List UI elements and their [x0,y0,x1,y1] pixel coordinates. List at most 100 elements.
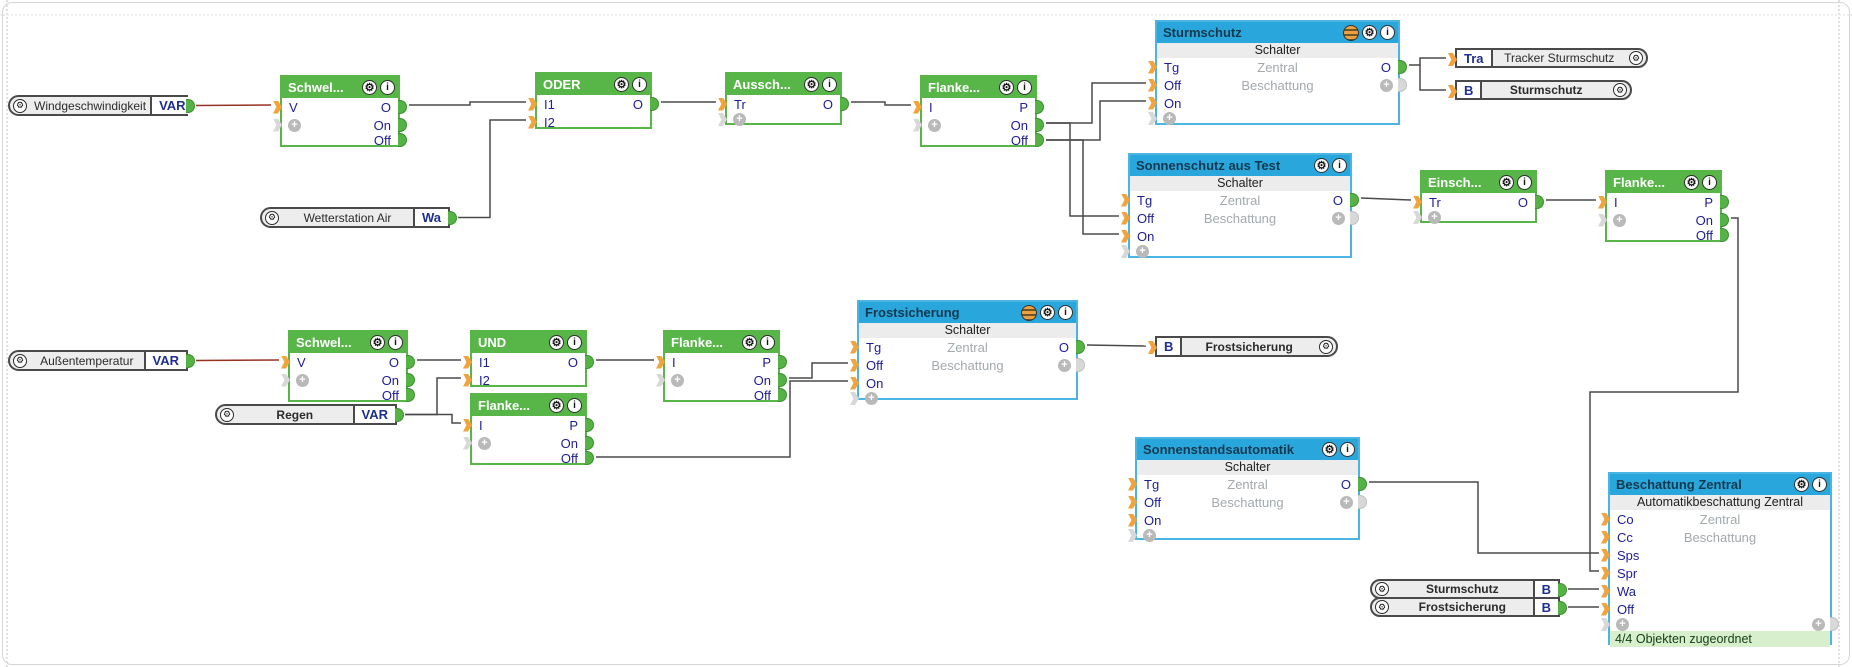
output-node-frostsicherung[interactable]: B Frostsicherung ⚙ [1148,336,1338,357]
output-node-tracker-sturmschutz[interactable]: Tra Tracker Sturmschutz ⚙ [1448,48,1648,68]
input-connector-optional[interactable] [463,436,472,450]
output-connector-optional[interactable] [1076,358,1085,372]
input-connector-optional[interactable] [1601,618,1610,631]
output-connector[interactable] [186,99,195,113]
output-connector[interactable] [398,100,407,114]
add-input-button[interactable]: + [1163,112,1176,125]
input-node-frostsicherung-b[interactable]: ⚙ Frostsicherung B [1370,597,1567,617]
output-connector-optional[interactable] [1398,78,1407,92]
input-connector[interactable] [850,340,859,354]
input-connector[interactable] [528,97,537,111]
output-connector[interactable] [585,355,594,369]
output-connector[interactable] [186,354,195,368]
output-connector-optional[interactable] [1350,211,1359,225]
output-connector[interactable] [398,133,407,147]
add-input-button[interactable]: + [1613,213,1626,227]
info-icon[interactable]: i [567,398,582,413]
input-connector-optional[interactable] [718,113,727,126]
input-connector[interactable] [1128,495,1137,509]
info-icon[interactable]: i [1380,25,1395,40]
output-connector[interactable] [585,436,594,450]
input-connector-optional[interactable] [850,392,859,405]
output-connector[interactable] [1720,228,1729,242]
input-connector[interactable] [718,97,727,111]
add-input-button[interactable]: + [671,373,684,387]
output-connector[interactable] [406,373,415,387]
info-icon[interactable]: i [1812,477,1827,492]
input-connector-optional[interactable] [1413,211,1422,224]
gear-icon[interactable]: ⚙ [13,353,27,368]
output-node-sturmschutz[interactable]: B Sturmschutz ⚙ [1448,80,1632,100]
input-connector-optional[interactable] [1128,529,1137,542]
output-connector[interactable] [778,373,787,387]
output-connector[interactable] [1035,118,1044,132]
input-connector[interactable] [1148,341,1157,354]
output-connector[interactable] [448,211,457,225]
info-icon[interactable]: i [760,335,775,350]
output-connector[interactable] [406,355,415,369]
gear-icon[interactable]: ⚙ [1499,175,1514,190]
input-connector[interactable] [1148,78,1157,92]
info-icon[interactable]: i [1340,442,1355,457]
input-connector[interactable] [850,376,859,390]
gear-icon[interactable]: ⚙ [549,398,564,413]
input-connector[interactable] [1598,195,1607,209]
output-connector[interactable] [1035,100,1044,114]
gear-icon[interactable]: ⚙ [1040,305,1055,320]
gear-icon[interactable]: ⚙ [265,210,279,225]
output-connector[interactable] [1720,195,1729,209]
output-connector[interactable] [1720,213,1729,227]
info-icon[interactable]: i [1017,80,1032,95]
info-icon[interactable]: i [1517,175,1532,190]
add-output-button[interactable]: + [1058,358,1071,372]
add-input-button[interactable]: + [1143,529,1156,542]
add-output-button[interactable]: + [1340,495,1353,509]
add-input-button[interactable]: + [296,373,309,387]
add-input-button[interactable]: + [1136,245,1149,258]
output-connector[interactable] [585,418,594,432]
input-node-regen[interactable]: ⚙ Regen VAR [215,404,404,425]
input-connector[interactable] [1148,60,1157,74]
output-connector[interactable] [840,97,849,111]
info-icon[interactable]: i [632,77,647,92]
input-connector[interactable] [1128,513,1137,527]
input-connector[interactable] [656,355,665,369]
gear-icon[interactable]: ⚙ [804,77,819,92]
add-input-button[interactable]: + [1428,211,1441,224]
output-connector[interactable] [1558,583,1567,597]
input-connector[interactable] [1148,96,1157,110]
add-output-button[interactable]: + [1380,78,1393,92]
output-connector[interactable] [1035,133,1044,147]
input-connector[interactable] [850,358,859,372]
add-input-button[interactable]: + [1616,618,1629,631]
gear-icon[interactable]: ⚙ [1794,477,1809,492]
gear-icon[interactable]: ⚙ [549,335,564,350]
input-connector[interactable] [1121,211,1130,225]
input-connector[interactable] [1601,530,1610,544]
output-connector[interactable] [1076,340,1085,354]
output-connector[interactable] [585,451,594,465]
gear-icon[interactable]: ⚙ [1319,339,1333,354]
output-connector[interactable] [1535,195,1544,209]
input-connector[interactable] [1413,195,1422,209]
gear-icon[interactable]: ⚙ [1629,51,1643,65]
gear-icon[interactable]: ⚙ [1322,442,1337,457]
output-connector-optional[interactable] [1830,617,1839,631]
info-icon[interactable]: i [1702,175,1717,190]
add-output-button[interactable]: + [1332,211,1345,225]
info-icon[interactable]: i [1058,305,1073,320]
output-connector[interactable] [406,388,415,402]
input-connector-optional[interactable] [656,373,665,387]
input-connector[interactable] [1121,193,1130,207]
input-connector[interactable] [1601,512,1610,526]
input-connector[interactable] [913,100,922,114]
info-icon[interactable]: i [380,80,395,95]
add-input-button[interactable]: + [928,118,941,132]
add-output-button[interactable]: + [1812,618,1825,631]
input-node-wetterstation-air[interactable]: ⚙ Wetterstation Air Wa [260,207,457,228]
